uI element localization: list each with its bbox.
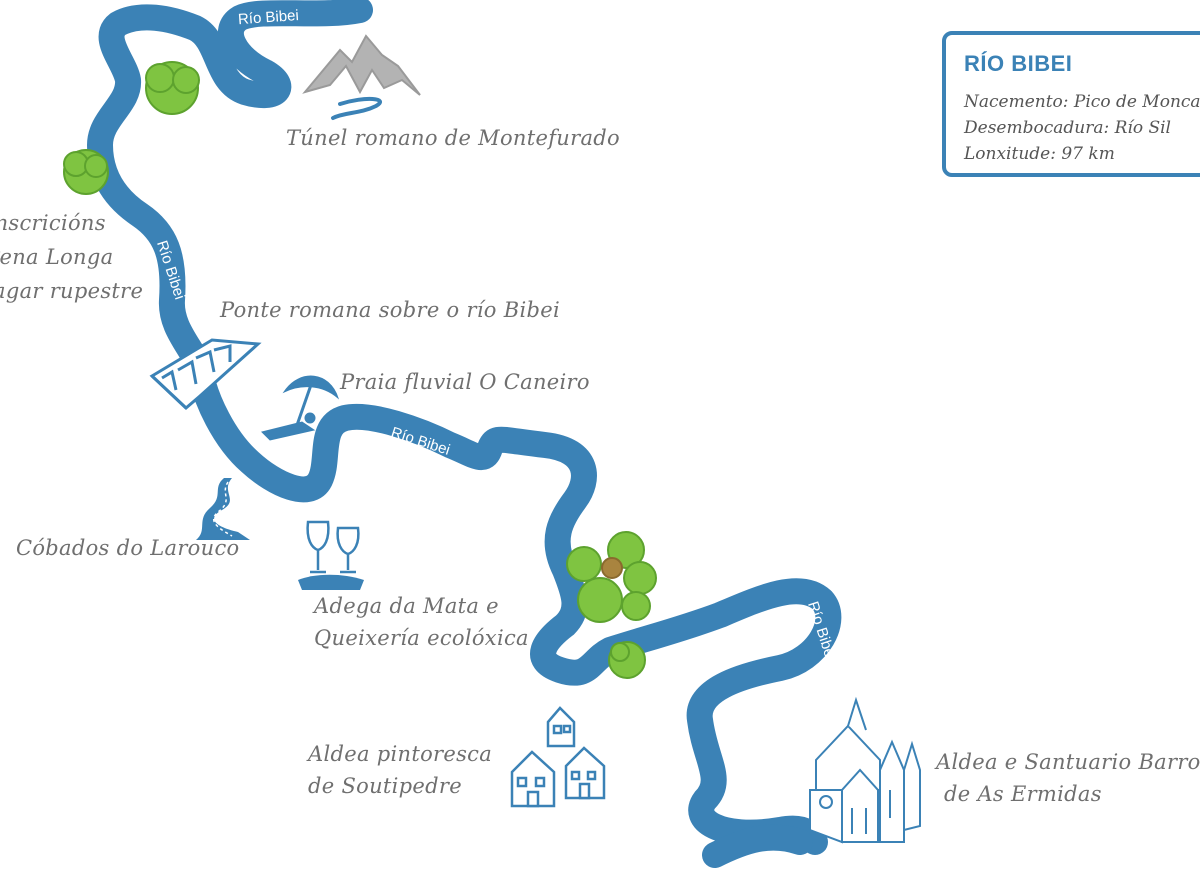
place-label-aldea-soutipedre: Aldea pintoresca de Soutipedre: [308, 738, 492, 802]
place-label-line: Ponte romana sobre o río Bibei: [220, 298, 560, 322]
tree-icon: [145, 61, 200, 115]
place-label-tunel-romano: Túnel romano de Montefurado: [286, 122, 620, 154]
place-label-cobados: Cóbados do Larouco: [16, 532, 239, 564]
place-label-line: Cóbados do Larouco: [16, 536, 240, 560]
info-mouth: Desembocadura: Río Sil: [964, 118, 1171, 138]
place-label-ponte-romana: Ponte romana sobre o río Bibei: [220, 294, 560, 326]
tree-icon: [63, 149, 109, 195]
church-icon: [809, 696, 921, 844]
place-label-line: Túnel romano de Montefurado: [286, 126, 620, 150]
info-source: Nacemento: Pico de Moncalvo: [964, 92, 1200, 112]
river-path: [87, 0, 842, 855]
place-label-aldea-ermidas: Aldea e Santuario Barroco de As Ermidas: [936, 746, 1200, 810]
bridge-icon: [149, 338, 262, 411]
tree-icon: [608, 641, 646, 679]
wine-glasses-icon: [298, 520, 364, 590]
place-label-line: Queixería ecolóxica: [314, 626, 529, 650]
place-label-line: Aldea e Santuario Barroco: [936, 750, 1200, 774]
info-title: RÍO BIBEI: [964, 51, 1073, 76]
river-label: Río Bibei: [237, 7, 299, 28]
place-label-line: Aldea pintoresca: [308, 742, 493, 766]
houses-icon: [510, 706, 606, 808]
place-label-line: Adega da Mata e: [314, 594, 499, 618]
river-info-box: RÍO BIBEI Nacemento: Pico de Moncalvo De…: [942, 31, 1200, 177]
place-label-line: de As Ermidas: [944, 782, 1102, 806]
info-length: Lonxitude: 97 km: [964, 144, 1115, 164]
place-label-inscricions: Inscricións Pena Longa lagar rupestre: [0, 206, 143, 308]
place-label-line: de Soutipedre: [308, 774, 462, 798]
mountain-icon: [302, 34, 421, 120]
place-label-praia-fluvial: Praia fluvial O Caneiro: [340, 366, 590, 398]
winding-road-icon: [196, 478, 250, 540]
forest-icon: [566, 531, 657, 623]
beach-umbrella-icon: [261, 375, 339, 441]
place-label-line: Pena Longa: [0, 245, 114, 269]
place-label-line: Inscricións: [0, 211, 106, 235]
place-label-adega: Adega da Mata e Queixería ecolóxica: [314, 590, 529, 654]
place-label-line: Praia fluvial O Caneiro: [340, 370, 590, 394]
place-label-line: lagar rupestre: [0, 279, 144, 303]
